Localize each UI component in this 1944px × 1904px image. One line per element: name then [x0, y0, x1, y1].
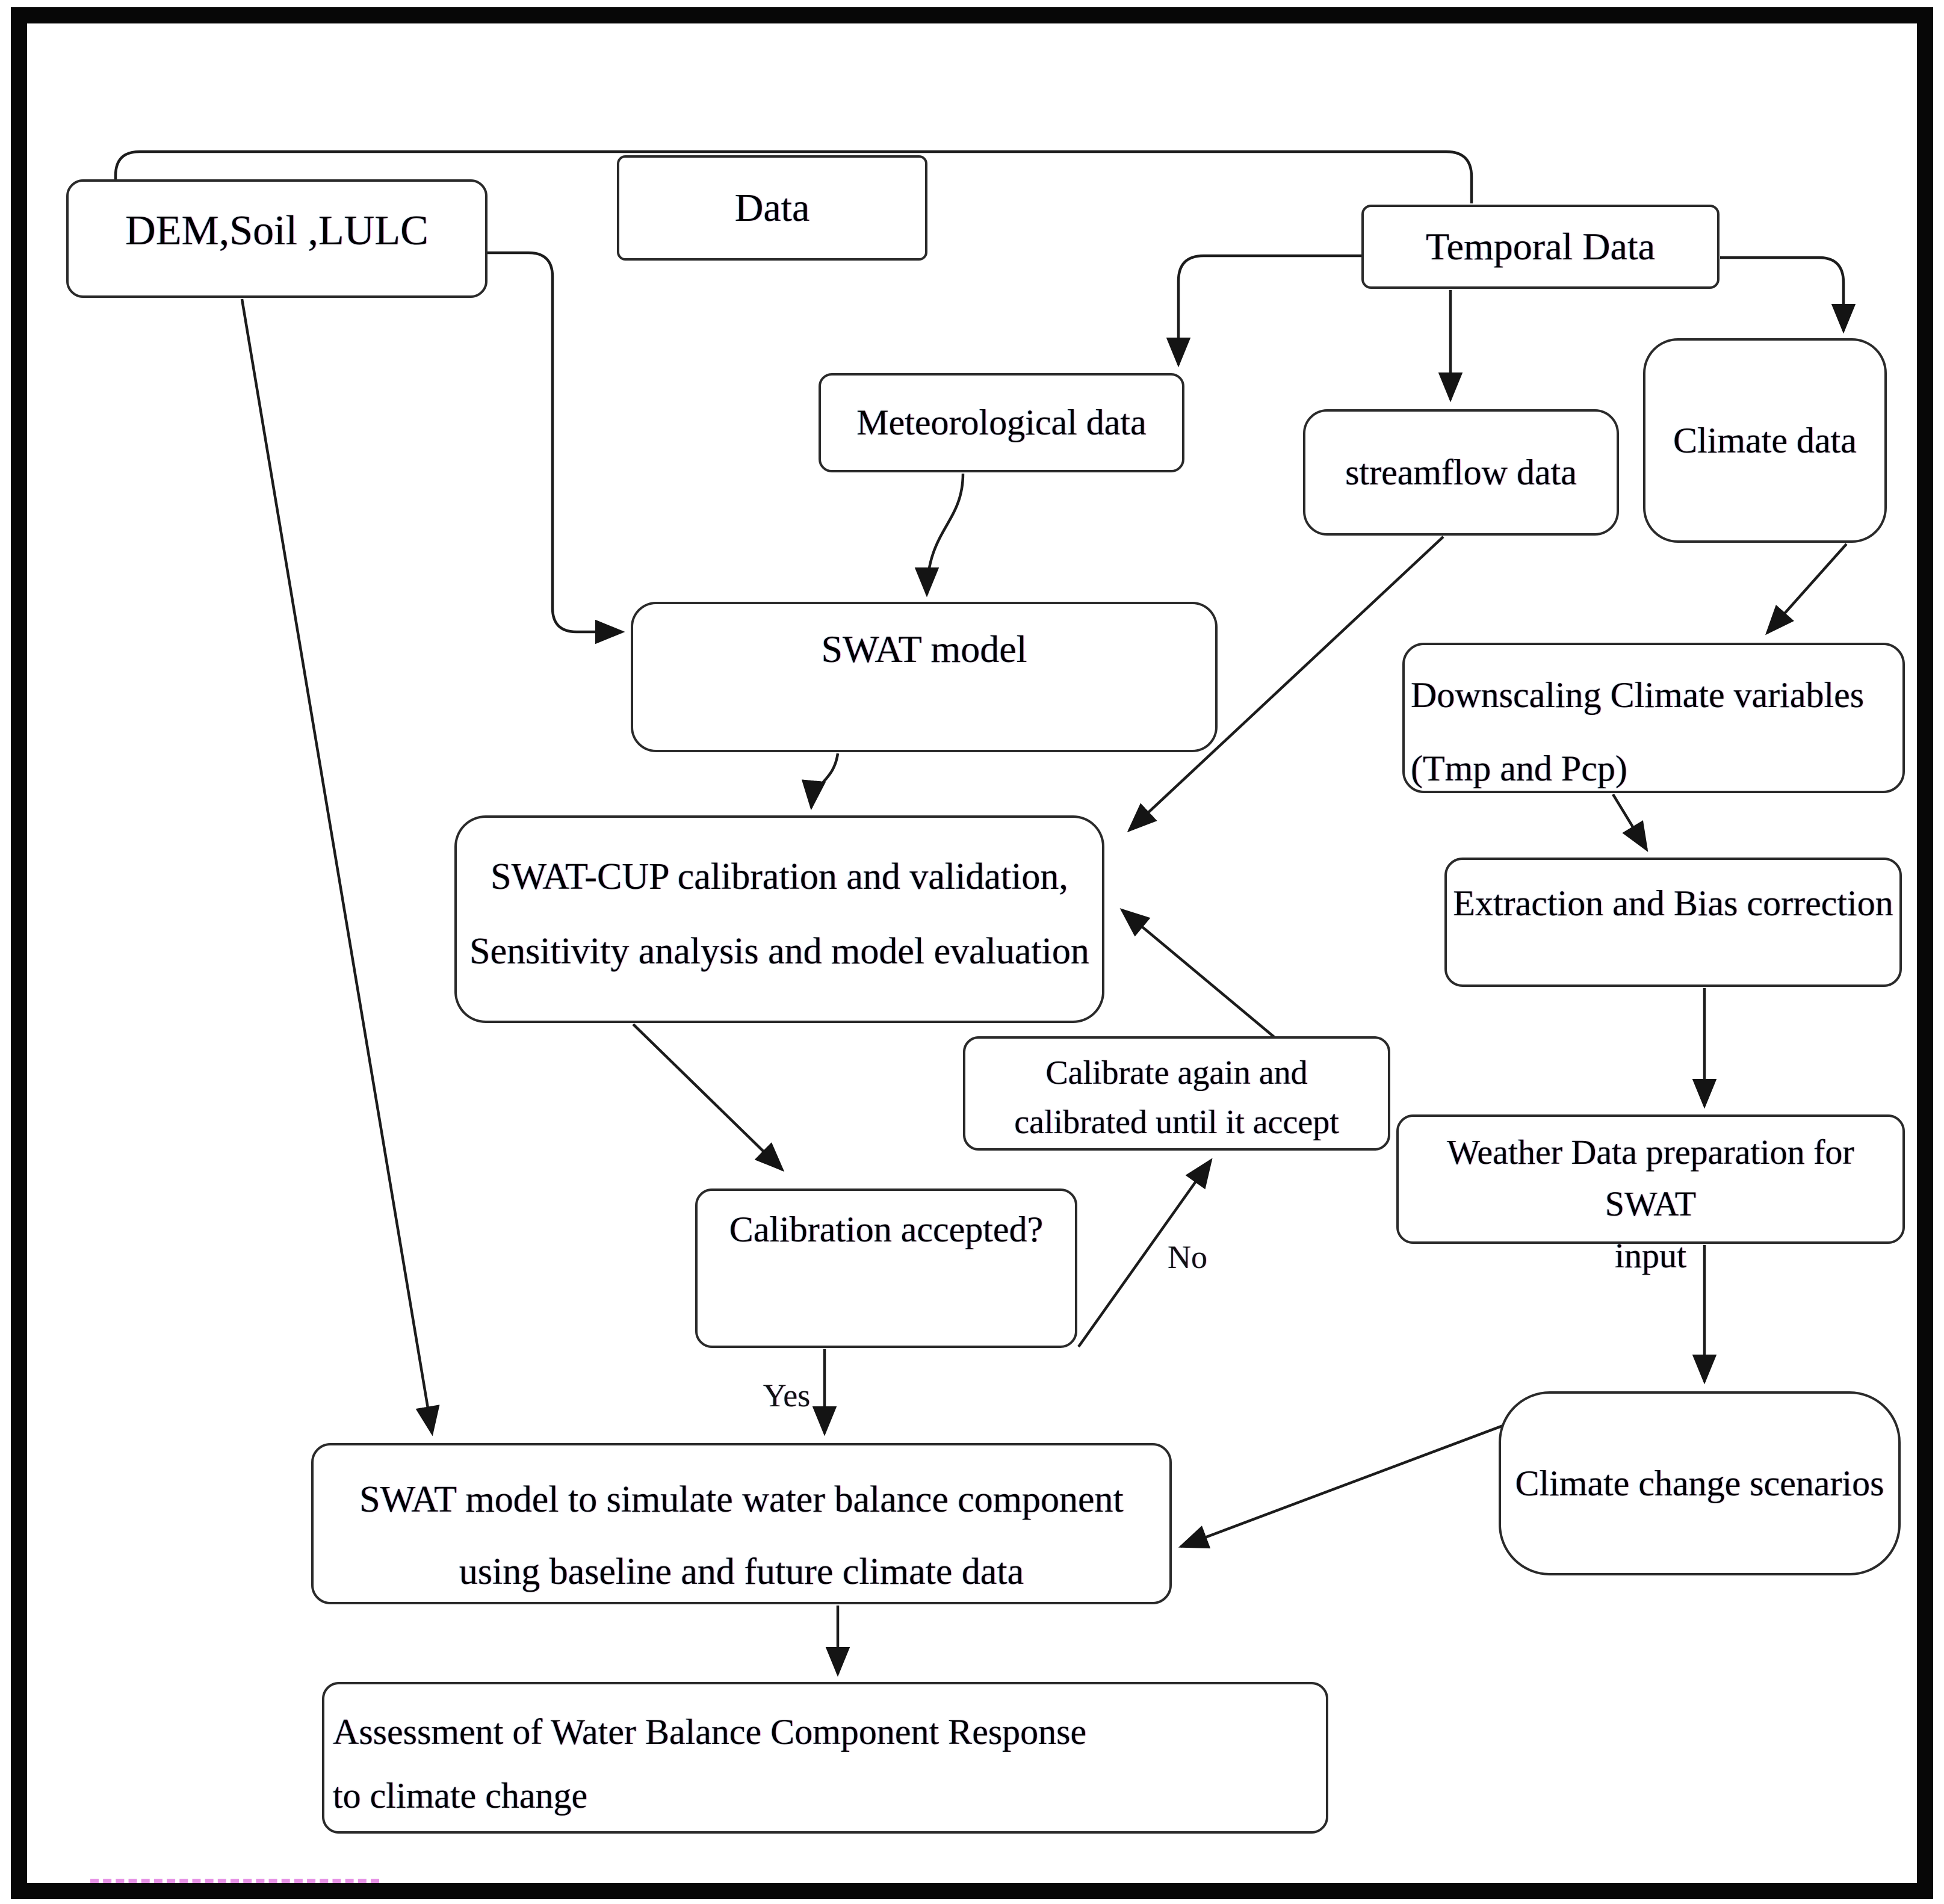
- arrow-streamflow-to-swat-cup: [1127, 536, 1444, 833]
- node-label: Temporal Data: [1425, 225, 1656, 268]
- node-swat-cup-calibration: SWAT-CUP calibration and validation, Sen…: [454, 815, 1104, 1023]
- node-calibrate-again: Calibrate again and calibrated until it …: [963, 1036, 1390, 1151]
- node-label: streamflow data: [1345, 452, 1577, 492]
- node-temporal-data: Temporal Data: [1361, 205, 1720, 289]
- node-label-line1: SWAT model to simulate water balance com…: [359, 1479, 1124, 1520]
- node-label-line2: (Tmp and Pcp): [1411, 749, 1627, 788]
- node-label-line2: Sensitivity analysis and model evaluatio…: [469, 931, 1089, 972]
- arrow-calibrate-again-to-swat-cup: [1119, 908, 1276, 1039]
- node-label: Climate data: [1673, 420, 1857, 460]
- node-label-line1: Calibrate again and: [1045, 1054, 1308, 1092]
- arrow-temporal-to-meteorological: [1166, 254, 1361, 368]
- arrow-no-to-calibrate-again: [1077, 1158, 1213, 1348]
- node-label: Data: [734, 185, 810, 230]
- arrow-swat-cup-to-calibration-accepted: [632, 1023, 785, 1172]
- node-label-line1: SWAT-CUP calibration and validation,: [491, 856, 1068, 897]
- node-downscaling-climate-variables: Downscaling Climate variables (Tmp and P…: [1402, 643, 1905, 793]
- node-label-line2: to climate change: [333, 1776, 588, 1816]
- node-label: SWAT model: [821, 628, 1027, 670]
- arrow-temporal-to-climate-data: [1720, 256, 1856, 334]
- node-label-line2: calibrated until it accept: [1014, 1104, 1339, 1141]
- node-meteorological-data: Meteorological data: [819, 373, 1184, 472]
- arrow-swat-model-to-swat-cup: [801, 753, 840, 811]
- node-streamflow-data: streamflow data: [1303, 409, 1619, 536]
- node-weather-data-preparation: Weather Data preparation for SWAT input: [1396, 1114, 1905, 1275]
- node-dem-soil-lulc: DEM,Soil ,LULC: [66, 179, 488, 298]
- rail-data-to-temporal: [114, 150, 1473, 203]
- node-swat-model: SWAT model: [631, 602, 1218, 752]
- node-label: Meteorological data: [856, 403, 1147, 442]
- node-label-line1: Downscaling Climate variables: [1411, 675, 1865, 715]
- arrow-downscaling-to-extraction: [1612, 793, 1648, 852]
- arrow-scenarios-to-simulate: [1178, 1423, 1505, 1549]
- node-climate-data: Climate data: [1643, 338, 1887, 543]
- node-climate-change-scenarios: Climate change scenarios: [1499, 1391, 1901, 1575]
- node-calibration-accepted: Calibration accepted?: [695, 1188, 1077, 1348]
- arrow-climate-data-to-downscaling: [1765, 543, 1848, 635]
- scan-artifact-dashes: [90, 1879, 379, 1883]
- node-label: DEM,Soil ,LULC: [125, 208, 429, 254]
- node-label-line1: Weather Data preparation for SWAT: [1447, 1133, 1854, 1223]
- arrow-dem-to-swat-model: [488, 251, 625, 644]
- node-label: Climate change scenarios: [1515, 1463, 1884, 1503]
- arrow-meteorological-to-swat-model: [914, 473, 965, 598]
- node-extraction-bias-correction: Extraction and Bias correction: [1444, 858, 1902, 987]
- arrow-dem-to-simulate: [240, 298, 440, 1436]
- node-label: Extraction and Bias correction: [1453, 883, 1893, 923]
- edge-label-yes: Yes: [763, 1377, 811, 1414]
- node-label-line2: using baseline and future climate data: [459, 1551, 1024, 1592]
- edge-label-no: No: [1168, 1239, 1207, 1275]
- node-label: Calibration accepted?: [729, 1210, 1044, 1249]
- node-data: Data: [617, 155, 927, 261]
- node-swat-simulate-water-balance: SWAT model to simulate water balance com…: [311, 1443, 1172, 1604]
- node-assessment-water-balance: Assessment of Water Balance Component Re…: [322, 1682, 1328, 1834]
- node-label-line1: Assessment of Water Balance Component Re…: [333, 1712, 1087, 1752]
- node-label-line2: input: [1614, 1236, 1687, 1275]
